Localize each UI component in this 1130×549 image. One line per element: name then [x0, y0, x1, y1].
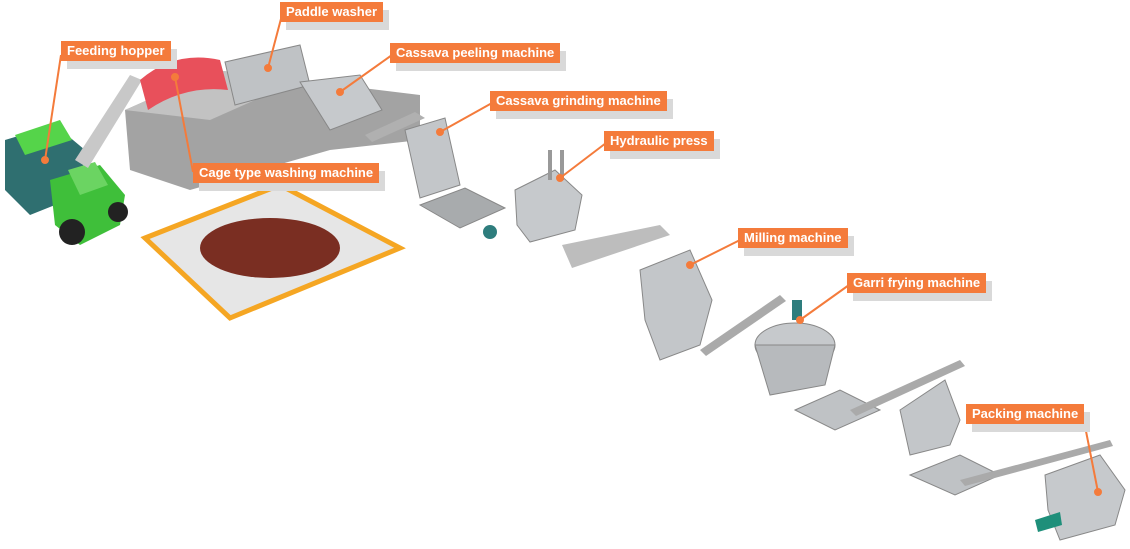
fryer-motor [792, 300, 802, 320]
fryer-body [754, 344, 836, 396]
sieving-machine [899, 379, 961, 456]
label-packing-machine: Packing machine [966, 404, 1085, 424]
collection-hopper [793, 389, 882, 431]
cassava-pile [200, 218, 340, 278]
cassava-grinding-machine [404, 117, 461, 199]
tractor-wheel [108, 202, 128, 222]
hydraulic-press [514, 169, 583, 243]
label-feeding-hopper: Feeding hopper [61, 41, 171, 61]
packing-machine [1044, 454, 1126, 541]
label-milling-machine: Milling machine [738, 228, 848, 248]
label-hydraulic-press: Hydraulic press [604, 131, 714, 151]
press-rod [548, 150, 552, 180]
leader-lines [41, 14, 1102, 496]
screw-conveyor [850, 360, 965, 416]
pump [483, 225, 497, 239]
screw-conveyor [960, 440, 1113, 486]
incline-conveyor [75, 75, 142, 168]
label-cage-type-washing-machine: Cage type washing machine [193, 163, 380, 183]
label-paddle-washer: Paddle washer [280, 2, 384, 22]
cage-washing-drum [140, 57, 228, 110]
screw-conveyor [700, 295, 786, 356]
label-cassava-peeling-machine: Cassava peeling machine [390, 43, 561, 63]
press-rod [560, 150, 564, 180]
label-garri-frying-machine: Garri frying machine [847, 273, 987, 293]
label-cassava-grinding-machine: Cassava grinding machine [490, 91, 667, 111]
tractor-wheel [59, 219, 85, 245]
grinding-tank [418, 187, 507, 229]
packing-outlet [1035, 512, 1062, 532]
belt-conveyor [365, 112, 425, 142]
milling-machine [639, 249, 713, 361]
hopper-bin [15, 120, 72, 155]
conveyor [562, 225, 670, 268]
tractor-cab [68, 162, 108, 195]
cassava-peeling-machine [299, 74, 383, 131]
